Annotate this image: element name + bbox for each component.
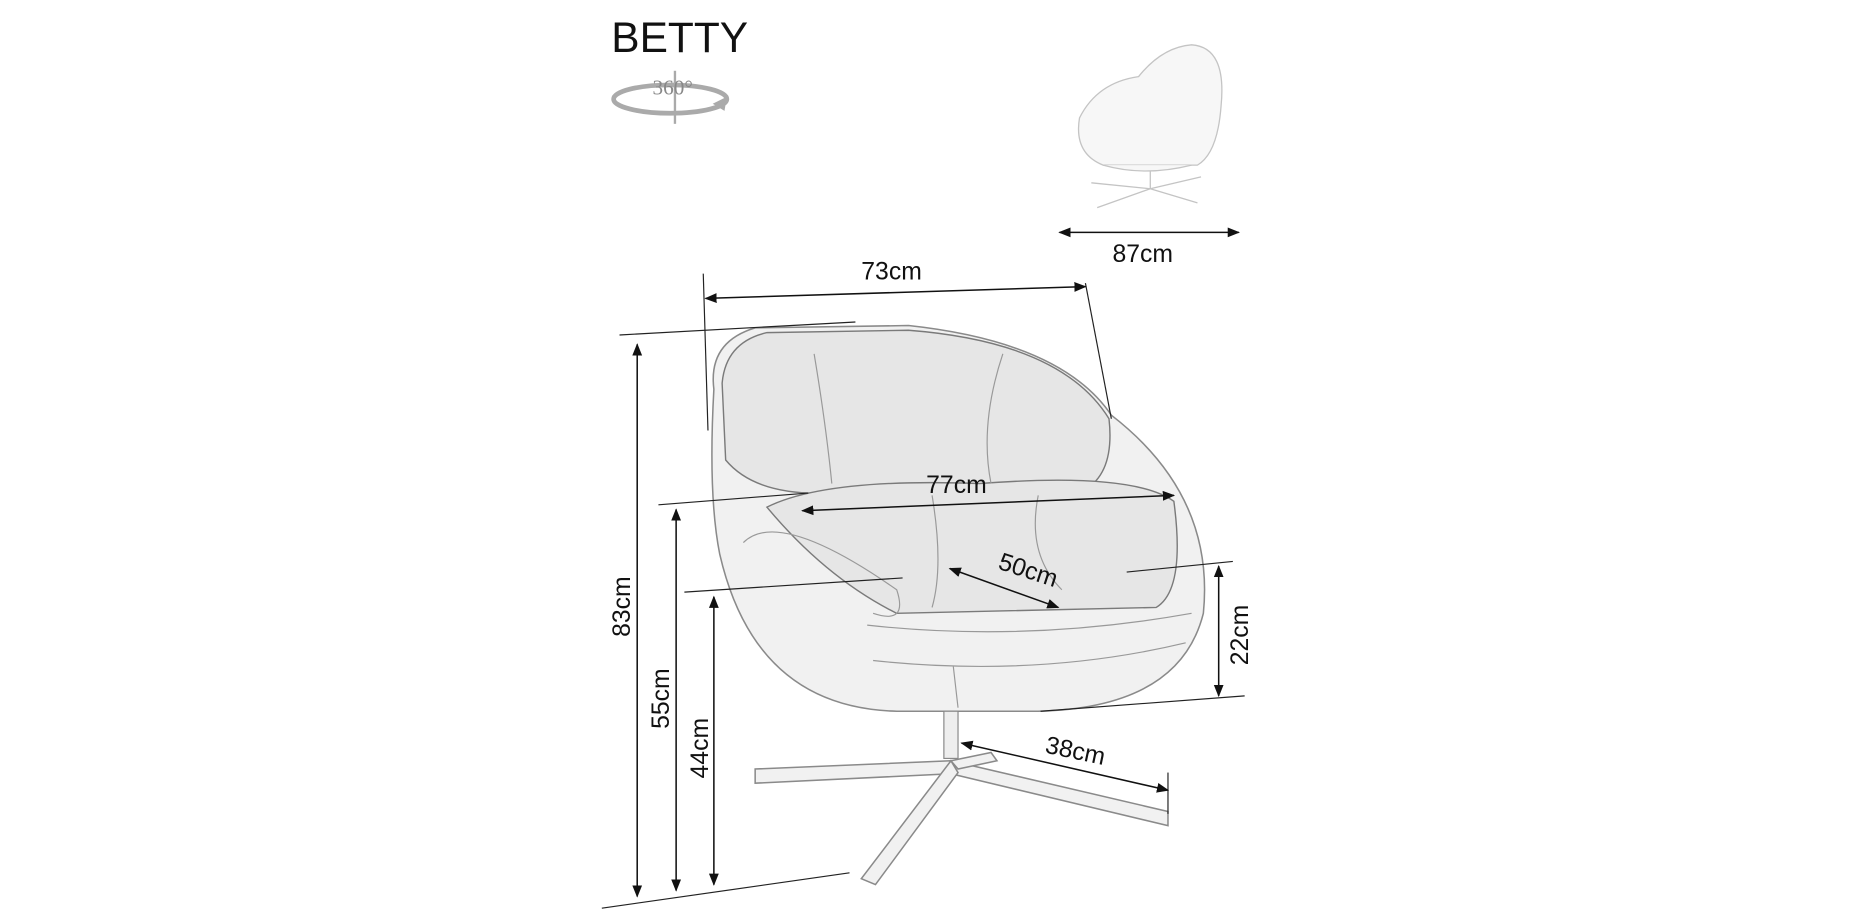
armrest-to-base-label: 22cm xyxy=(1227,605,1254,666)
armrest-height-label: 55cm xyxy=(648,668,675,729)
base-radius-dimension-line xyxy=(960,740,1170,793)
rotation-badge: 360° xyxy=(653,75,693,99)
top-width-label: 73cm xyxy=(861,259,922,286)
seat-width-dimension-line xyxy=(801,490,1176,516)
total-height-label: 83cm xyxy=(609,576,636,637)
seat-width-label: 77cm xyxy=(926,472,987,499)
depth-label: 87cm xyxy=(1113,241,1174,268)
chair-sketch xyxy=(711,324,1206,886)
side-view-sketch xyxy=(1077,44,1223,209)
product-title: BETTY xyxy=(611,14,748,61)
seat-depth-dimension-line xyxy=(948,567,1060,609)
rotate-360-icon: 360° xyxy=(611,70,730,124)
top-width-dimension-line xyxy=(704,282,1087,303)
seat-height-label: 44cm xyxy=(687,718,714,779)
base-radius-label: 38cm xyxy=(1043,732,1108,771)
